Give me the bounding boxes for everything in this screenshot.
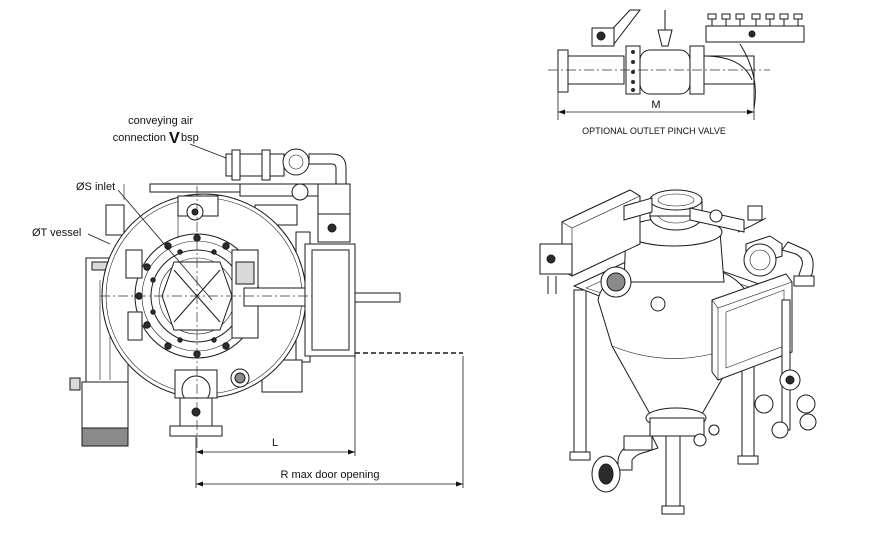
conveying-air-pipe xyxy=(123,148,351,243)
vessel-leader xyxy=(87,233,111,245)
pinch-valve-body xyxy=(639,49,691,95)
optional-valve-caption: OPTIONAL OUTLET PINCH VALVE xyxy=(582,126,726,136)
air-valve xyxy=(282,148,310,176)
dimension-r xyxy=(196,356,464,488)
leg-front-left xyxy=(573,289,587,455)
motor xyxy=(539,243,573,275)
dimension-r-label: R max door opening xyxy=(280,469,379,481)
vessel-label: ØT vessel xyxy=(32,227,81,239)
handwheel xyxy=(743,243,777,277)
control-cabinet xyxy=(711,273,793,381)
isometric-view xyxy=(539,189,817,515)
connection-label: connection xyxy=(113,132,166,144)
dimension-l-label: L xyxy=(272,437,278,449)
optional-pinch-valve xyxy=(548,9,805,120)
inlet-leader xyxy=(117,189,213,301)
connection-bsp-label: bsp xyxy=(181,132,199,144)
inlet-label: ØS inlet xyxy=(76,181,115,193)
conveying-air-label: conveying air xyxy=(128,115,193,127)
top-view-vessel xyxy=(69,148,401,448)
actuator-cylinder xyxy=(81,381,129,429)
connection-v-label: V xyxy=(169,130,180,147)
dimension-m-label: M xyxy=(651,99,660,111)
dimension-l xyxy=(195,358,356,488)
